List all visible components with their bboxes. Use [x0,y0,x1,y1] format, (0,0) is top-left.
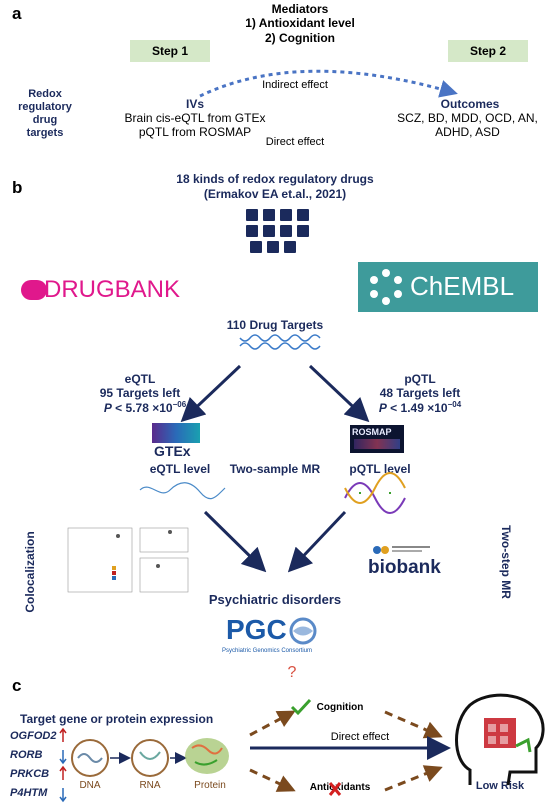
arrow-to-antioxidants [249,768,296,792]
chembl-molecule-icon [370,269,402,305]
cross-icon [328,782,342,796]
cognition-label: Cognition [316,702,364,713]
head-brain-icon [455,693,545,786]
eqtl-targets-left: 95 Targets left [99,386,181,400]
drugbank-text: DRUGBANK [44,276,181,303]
gene-ogfod2: OGFOD2 [10,730,57,742]
gtex-logo: GTEx [152,423,204,461]
eqtl-p-value: < 5.78 ×10 [111,401,173,415]
pqtl-p-threshold: P < 1.49 ×10−04 [345,400,495,415]
pqtl-p-symbol: P [378,401,387,415]
indirect-effect-label: Indirect effect [262,79,328,91]
pgc-logo: PGC Psychiatric Genomics Consortium [222,614,332,660]
eqtl-p-symbol: P [103,401,112,415]
pgc-globe-icon [289,617,317,645]
direct-effect-label-c: Direct effect [330,731,390,743]
arrow-cognition-to-risk [384,710,443,739]
dna-targets-icon [239,334,321,350]
panel-c-label: c [12,676,22,695]
panel-a-label: a [12,4,22,23]
protein-structure-icon [185,738,229,774]
expression-title: Target gene or protein expression [20,712,214,726]
dna-circle-icon [71,739,109,777]
arrow-to-eqtl [180,364,242,423]
drugbank-pill-icon [21,280,47,300]
pqtl-targets-left: 48 Targets left [379,386,461,400]
ivs-title: IVs [185,97,204,111]
rosmap-text: ROSMAP [352,427,392,437]
gene-p4htm: P4HTM [10,787,48,799]
rosmap-logo: ROSMAP [350,425,404,453]
protein-label: Protein [194,780,226,791]
arrow-pqtl-to-disorders [287,510,347,573]
rna-circle-icon [131,739,169,777]
biobank-logo: biobank [366,543,456,585]
gtex-text: GTEx [154,443,191,459]
antioxidants-label: Antioxidants [309,782,371,793]
biobank-text: biobank [368,557,441,578]
mediator-antioxidant: 1) Antioxidant level [245,16,355,30]
pqtl-p-exponent: −04 [447,400,462,409]
psychiatric-disorders: Psychiatric disorders [208,592,342,607]
mediators-title: Mediators [271,2,329,16]
outcomes-title: Outcomes [440,97,500,111]
drugs-title: 18 kinds of redox regulatory drugs [176,172,374,186]
gwas-project-icon [373,546,430,554]
arrow-to-cognition [249,710,296,737]
arrow-eqtl-to-disorders [203,510,267,573]
gene-prkcb: PRKCB [10,768,50,780]
eqtl-p-threshold: P < 5.78 ×10−06 [70,400,220,415]
mediator-cognition: 2) Cognition [265,31,335,45]
outcomes-list-1: SCZ, BD, MDD, OCD, AN, [397,111,538,125]
ivs-gtex: Brain cis-eQTL from GTEx [124,111,266,125]
chembl-text: ChEMBL [410,271,515,301]
step2-box: Step 2 [448,40,528,62]
two-sample-mr: Two-sample MR [229,462,321,476]
question-mark: ? [287,664,297,681]
drug-bottles-icon [246,209,309,253]
arrow-antioxidants-to-risk [384,765,443,792]
redox-drug-targets-label: Redox regulatory drug targets [18,88,72,139]
gene-direction-arrows [59,727,67,803]
chembl-logo: ChEMBL [358,262,538,312]
outcomes-list-2: ADHD, ASD [435,125,500,139]
ivs-rosmap: pQTL from ROSMAP [138,125,252,139]
eqtl-wave-plot [139,482,226,500]
eqtl-title: eQTL [124,372,156,386]
eqtl-level: eQTL level [149,462,211,476]
pgc-full-name: Psychiatric Genomics Consortium [222,648,313,654]
pqtl-title: pQTL [404,372,436,386]
rna-label: RNA [139,780,161,791]
drug-targets-count: 110 Drug Targets [226,318,324,332]
panel-b-label: b [12,178,23,197]
colocalization-plots [67,527,189,593]
pqtl-p-value: < 1.49 ×10 [386,401,448,415]
dna-label: DNA [79,780,101,791]
drugbank-logo: DRUGBANK [20,276,200,304]
pqtl-level: pQTL level [349,462,411,476]
pqtl-helix-icon [344,472,406,514]
arrow-to-pqtl [308,364,370,423]
direct-effect-label-a: Direct effect [265,136,325,148]
pgc-text: PGC [226,614,287,645]
eqtl-p-exponent: −06 [172,400,187,409]
step1-box: Step 1 [130,40,210,62]
indirect-effect-arrow [199,69,458,98]
drugs-citation: (Ermakov EA et.al., 2021) [203,187,347,201]
low-risk-label: Low Risk [475,780,525,792]
gene-rorb: RORB [10,749,43,761]
check-icon [290,698,312,716]
